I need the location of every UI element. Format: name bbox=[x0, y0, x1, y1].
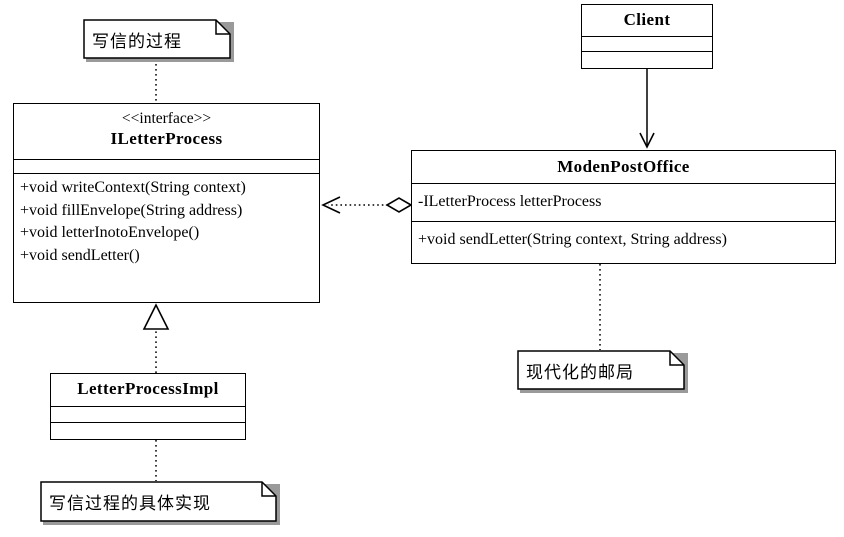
class-title-letterprocessimpl: LetterProcessImpl bbox=[51, 374, 245, 407]
open-arrowhead-icon-client bbox=[639, 132, 655, 149]
class-title-iletterprocess: <<interface>> ILetterProcess bbox=[14, 104, 319, 160]
note-shape-icon bbox=[83, 19, 231, 59]
method-line: +void sendLetter(String context, String … bbox=[418, 231, 727, 248]
hollow-triangle-arrowhead-icon bbox=[142, 303, 170, 330]
note-concrete-implementation[interactable]: 写信过程的具体实现 bbox=[40, 481, 280, 525]
class-box-modenpostoffice[interactable]: ModenPostOffice -ILetterProcess letterPr… bbox=[411, 150, 836, 264]
note-modern-post-office[interactable]: 现代化的邮局 bbox=[517, 350, 688, 393]
class-methods-client bbox=[582, 52, 712, 67]
class-box-letterprocessimpl[interactable]: LetterProcessImpl bbox=[50, 373, 246, 440]
class-title-client: Client bbox=[582, 5, 712, 37]
class-attributes-iletterprocess bbox=[14, 160, 319, 174]
method-line: +void writeContext(String context) bbox=[20, 179, 246, 196]
method-line: +void letterInotoEnvelope() bbox=[20, 224, 200, 242]
class-box-client[interactable]: Client bbox=[581, 4, 713, 69]
note-label: 写信过程的具体实现 bbox=[49, 494, 211, 513]
class-name-label: ILetterProcess bbox=[110, 129, 223, 149]
note-write-letter-process[interactable]: 写信的过程 bbox=[83, 19, 234, 62]
class-methods-iletterprocess: +void writeContext(String context) +void… bbox=[14, 174, 319, 272]
class-title-modenpostoffice: ModenPostOffice bbox=[412, 151, 835, 184]
note-shape-icon bbox=[40, 481, 277, 522]
class-attributes-client bbox=[582, 37, 712, 52]
class-box-iletterprocess[interactable]: <<interface>> ILetterProcess +void write… bbox=[13, 103, 320, 303]
class-name-label: Client bbox=[623, 10, 671, 29]
attribute-line: -ILetterProcess letterProcess bbox=[418, 193, 602, 210]
class-methods-modenpostoffice: +void sendLetter(String context, String … bbox=[412, 222, 835, 256]
class-name-label: LetterProcessImpl bbox=[77, 379, 219, 398]
note-label: 写信的过程 bbox=[92, 31, 182, 51]
note-shape-icon bbox=[517, 350, 685, 390]
hollow-diamond-icon bbox=[385, 197, 413, 213]
class-attributes-letterprocessimpl bbox=[51, 407, 245, 423]
class-name-label: ModenPostOffice bbox=[557, 157, 690, 176]
note-label: 现代化的邮局 bbox=[526, 362, 634, 382]
class-attributes-modenpostoffice: -ILetterProcess letterProcess bbox=[412, 184, 835, 222]
method-line: +void sendLetter() bbox=[20, 247, 140, 265]
method-line: +void fillEnvelope(String address) bbox=[20, 201, 243, 219]
class-methods-letterprocessimpl bbox=[51, 423, 245, 439]
class-stereotype-label: <<interface>> bbox=[121, 110, 212, 127]
open-arrowhead-icon-aggregation bbox=[321, 196, 341, 214]
